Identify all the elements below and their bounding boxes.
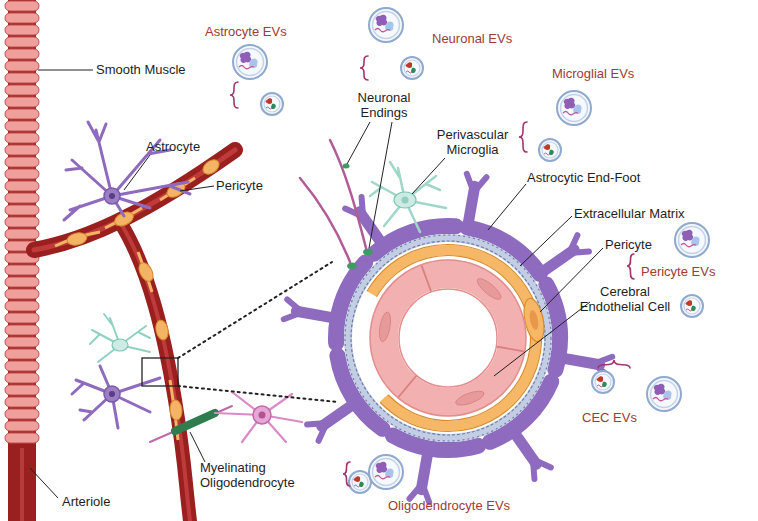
pericyte-ring: [320, 210, 575, 465]
vesicle: [233, 45, 267, 79]
vesicle: [369, 455, 403, 489]
part-label: Pericyte: [605, 237, 652, 252]
ev-label: Oligodendrocyte EVs: [388, 498, 510, 513]
ev-label: CEC EVs: [582, 410, 637, 425]
capillary: [120, 222, 190, 521]
endothelial-junctions: [399, 266, 524, 397]
vesicle: [647, 377, 681, 411]
part-label: Neuronal Endings: [349, 90, 419, 120]
leader-lines: [30, 70, 603, 498]
astrocyte: [72, 366, 160, 428]
extracellular-matrix: [348, 238, 548, 438]
matrix-fibers: [351, 241, 545, 435]
endothelial-cells: [384, 274, 512, 402]
endothelium-outline: [370, 260, 526, 416]
part-label: Myelinating Oligodendrocyte: [200, 460, 305, 490]
perivascular-microglia: [370, 162, 446, 232]
part-label: Arteriole: [62, 494, 110, 509]
vesicle: [349, 471, 371, 493]
astrocyte-processes: [284, 174, 612, 502]
extracellular-vesicles: [233, 8, 709, 493]
part-label: Perivascular Microglia: [430, 127, 515, 157]
astrocyte: [64, 122, 190, 220]
microglia: [90, 314, 150, 362]
ev-label: Astrocyte EVs: [205, 24, 287, 39]
vessel-cross-section: [284, 174, 612, 502]
ev-label: Microglial EVs: [552, 66, 634, 81]
ev-label: Pericyte EVs: [641, 264, 715, 279]
capillary-highlight: [34, 150, 235, 250]
part-label: Astrocyte: [146, 139, 200, 154]
brackets: [230, 56, 634, 486]
neuronal-endings: [300, 140, 373, 270]
zoom-indicator: [142, 262, 338, 402]
part-label: Cerebral Endothelial Cell: [575, 284, 675, 314]
oligodendrocyte: [150, 392, 302, 442]
vesicle: [539, 139, 561, 161]
myelin-sheath: [175, 413, 215, 431]
pericyte-nucleus: [528, 309, 540, 330]
vesicle: [592, 371, 614, 393]
axon: [150, 406, 232, 442]
vesicle: [557, 91, 591, 125]
part-label: Smooth Muscle: [96, 62, 186, 77]
vesicle: [261, 93, 283, 115]
vesicle: [369, 8, 403, 42]
vesicle: [681, 295, 703, 317]
part-label: Astrocytic End-Foot: [527, 170, 640, 185]
part-label: Pericyte: [216, 178, 263, 193]
arteriole-highlight: [20, 448, 24, 521]
arteriole: [4, 0, 40, 521]
astrocytic-end-feet: [318, 208, 577, 467]
smooth-muscle: [4, 0, 40, 444]
part-label: Extracellular Matrix: [574, 206, 685, 221]
vesicle: [675, 223, 709, 257]
vessel-lumen: [399, 289, 497, 387]
vesicle: [401, 57, 423, 79]
pericytes-left: [55, 157, 222, 440]
ev-label: Neuronal EVs: [432, 31, 512, 46]
endothelial-nuclei: [377, 276, 503, 408]
capillary-highlight: [120, 222, 190, 521]
